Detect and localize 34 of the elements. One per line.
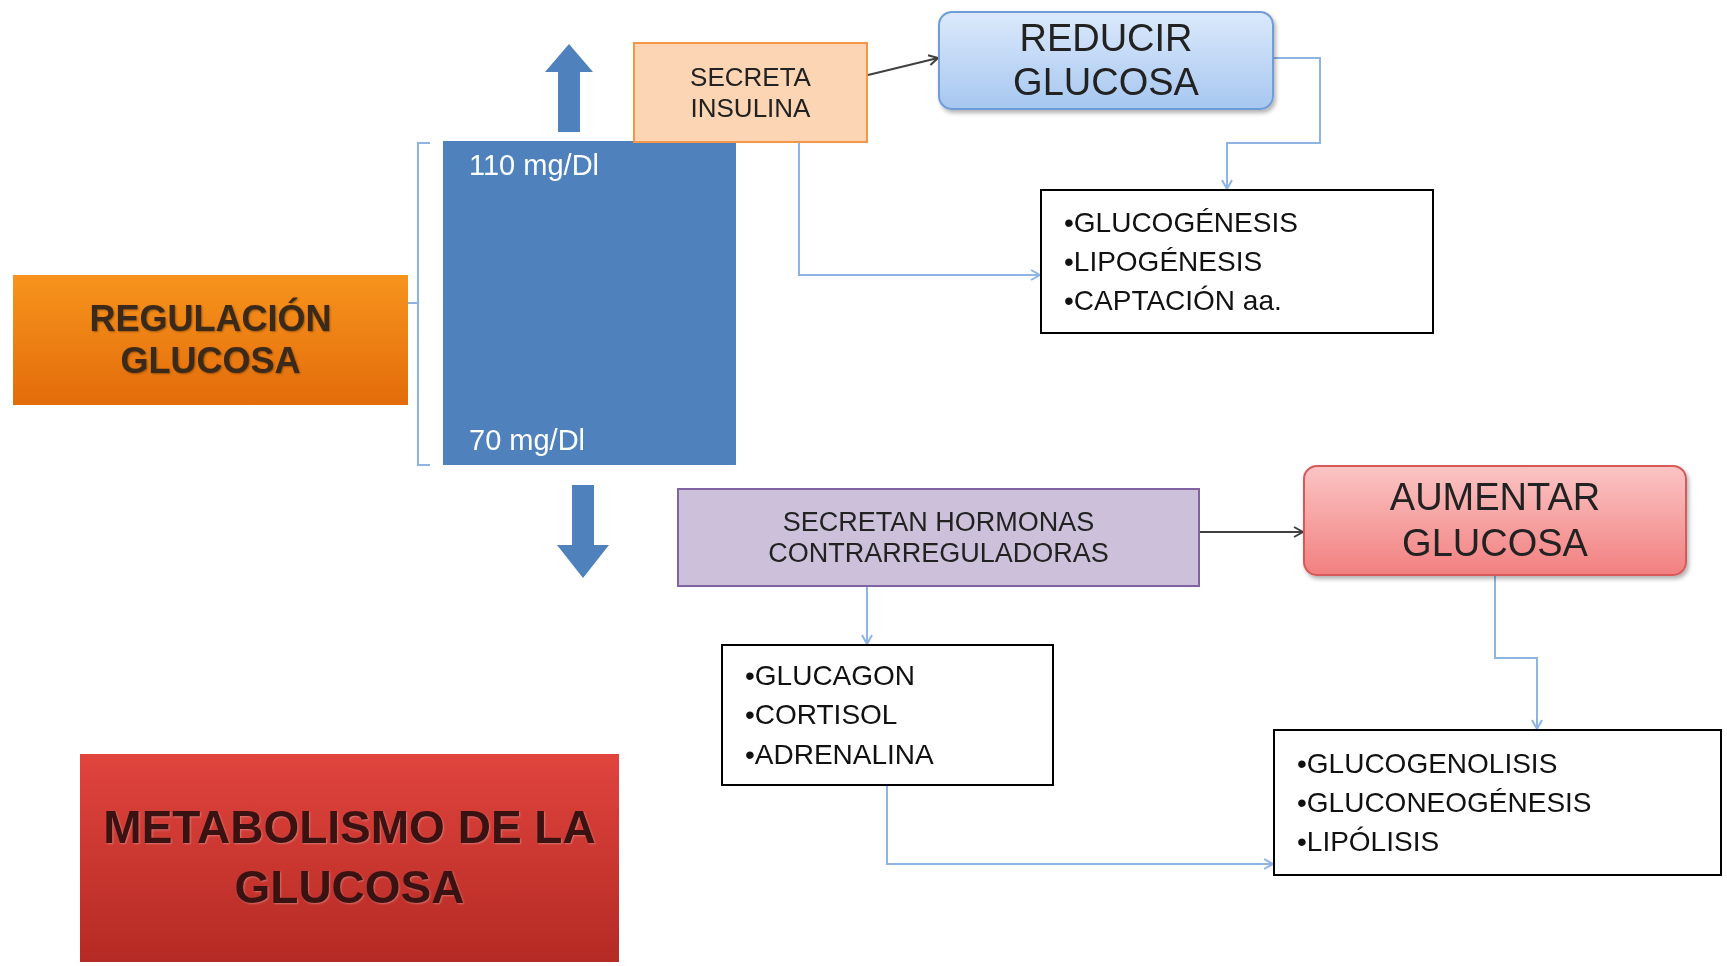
arrow <box>798 142 1041 281</box>
list-item: •LIPÓLISIS <box>1296 825 1441 860</box>
box-label: REDUCIR GLUCOSA <box>1012 16 1200 105</box>
result-box <box>1303 465 1687 576</box>
process-box <box>677 488 1200 587</box>
arrow <box>1494 575 1543 730</box>
box-label: AUMENTAR GLUCOSA <box>1388 474 1602 566</box>
list-item: •GLUCOGENOLISIS <box>1296 746 1559 781</box>
list-item: •GLUCONEOGÉNESIS <box>1296 785 1593 820</box>
arrow <box>1199 526 1304 538</box>
arrow <box>861 586 873 645</box>
box-label: METABOLISMO DE LA GLUCOSA <box>102 800 597 915</box>
list-item: •LIPOGÉNESIS <box>1063 244 1264 279</box>
list-item: •CORTISOL <box>744 698 899 733</box>
box-label: REGULACIÓN GLUCOSA <box>88 298 333 382</box>
title-box <box>13 275 408 405</box>
list-box <box>721 644 1054 786</box>
box-label: SECRETA INSULINA <box>689 61 812 124</box>
result-box <box>938 11 1274 110</box>
title-box <box>80 754 619 962</box>
range-bar <box>443 141 736 465</box>
arrow <box>867 54 939 76</box>
process-box <box>633 42 868 143</box>
list-item: •GLUCAGON <box>744 659 917 694</box>
value-label: 70 mg/Dl <box>468 424 587 457</box>
arrow <box>1221 57 1321 190</box>
list-item: •CAPTACIÓN aa. <box>1063 284 1283 319</box>
list-item: •GLUCOGÉNESIS <box>1063 205 1299 240</box>
list-box <box>1273 729 1722 876</box>
arrow <box>886 785 1274 870</box>
list-item: •ADRENALINA <box>744 737 935 772</box>
list-box <box>1040 189 1434 334</box>
box-label: SECRETAN HORMONAS CONTRARREGULADORAS <box>767 506 1110 569</box>
value-label: 110 mg/Dl <box>468 149 601 182</box>
